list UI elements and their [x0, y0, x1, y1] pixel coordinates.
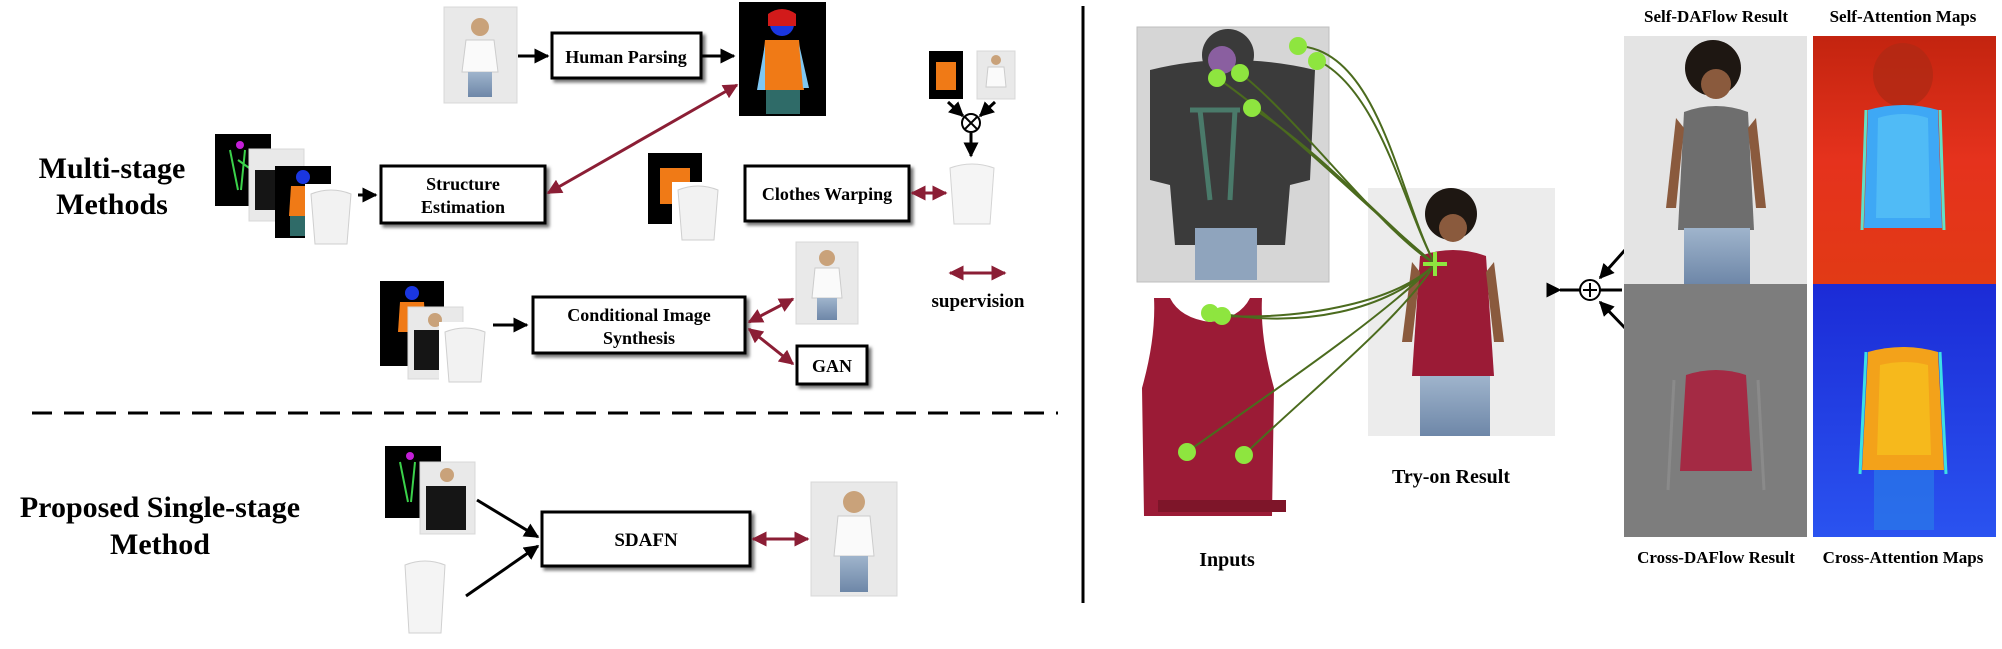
proposed-label-2: Method — [110, 528, 210, 561]
sdafn-label: SDAFN — [614, 530, 678, 551]
person-thumb-top — [443, 6, 518, 104]
cross-attention-label: Cross-Attention Maps — [1823, 548, 1984, 567]
supervision-arrow-gan — [747, 327, 795, 366]
input-person-image — [1136, 26, 1330, 283]
arrow-cross-to-fusion — [1598, 300, 1627, 330]
stacked-inputs-structure — [215, 134, 357, 250]
conditional-synthesis-label: Conditional Image — [567, 305, 711, 325]
self-daflow-label: Self-DAFlow Result — [1644, 7, 1788, 26]
arrow-person-to-sdafn — [476, 498, 540, 539]
clothes-warping-inputs — [648, 153, 726, 246]
conditional-synthesis-box — [531, 295, 747, 355]
parsing-map-image — [739, 2, 826, 116]
arrow-to-multiply-1 — [946, 100, 965, 118]
attention-curves — [1186, 45, 1436, 456]
structure-estimation-label: Structure — [426, 174, 500, 194]
multi-stage-label: Multi-stage — [39, 152, 186, 185]
gan-box — [795, 344, 869, 386]
tryon-result-label: Try-on Result — [1392, 466, 1510, 488]
cross-daflow-image — [1624, 284, 1807, 537]
gan-label: GAN — [812, 356, 852, 376]
conditional-synthesis-label-2: Synthesis — [603, 328, 675, 348]
self-attention-map — [1813, 36, 1996, 284]
warped-cloth-image — [949, 163, 995, 225]
synthesis-inputs — [380, 281, 493, 390]
left-panel: Multi-stage Methods Proposed Single-stag… — [20, 2, 1085, 634]
supervision-arrow-synthesis — [747, 297, 795, 324]
structure-estimation-label-2: Estimation — [421, 197, 505, 217]
clothes-warping-box — [743, 164, 911, 223]
proposed-label: Proposed Single-stage — [20, 491, 300, 524]
keypoint-markers — [1178, 37, 1326, 464]
sdafn-box — [540, 510, 752, 568]
supervision-legend-label: supervision — [932, 291, 1025, 312]
multi-stage-label-2: Methods — [56, 188, 168, 221]
human-parsing-label: Human Parsing — [565, 47, 687, 67]
cross-attention-map — [1813, 284, 1996, 537]
warping-sources — [929, 50, 1016, 100]
supervision-arrow-parsing — [546, 83, 739, 195]
right-panel: Inputs Try-on Result — [1136, 7, 1996, 571]
arrow-self-to-fusion — [1598, 249, 1627, 280]
clothes-warping-label: Clothes Warping — [762, 184, 892, 204]
arrow-cloth-to-sdafn — [465, 544, 540, 598]
input-garment-image — [1142, 298, 1286, 516]
self-attention-label: Self-Attention Maps — [1830, 7, 1977, 26]
human-parsing-box — [550, 31, 703, 80]
structure-estimation-box — [379, 164, 547, 225]
cross-daflow-label: Cross-DAFlow Result — [1637, 548, 1795, 567]
query-point-icon — [1423, 252, 1447, 276]
arrow-to-multiply-2 — [978, 100, 997, 118]
sdafn-result-image — [810, 481, 898, 597]
synthesis-result-image — [795, 241, 859, 325]
self-daflow-image — [1624, 36, 1807, 284]
tryon-result-image — [1368, 188, 1555, 436]
inputs-label: Inputs — [1199, 549, 1255, 571]
sdafn-inputs — [385, 446, 476, 634]
